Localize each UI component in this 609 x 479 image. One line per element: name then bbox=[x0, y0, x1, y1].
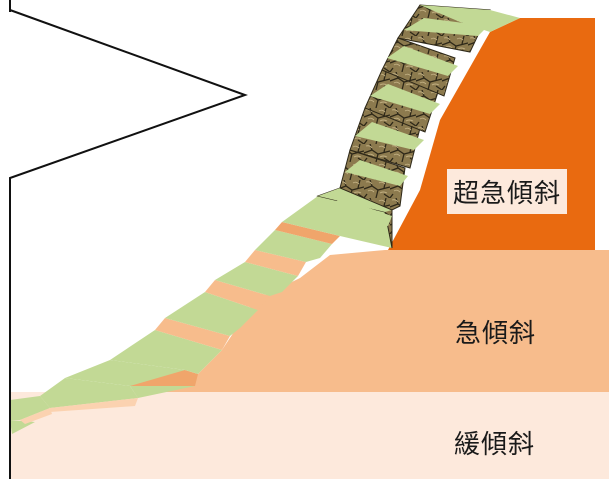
callout-outline bbox=[9, 9, 248, 479]
super-steep-label: 超急傾斜 bbox=[447, 169, 568, 214]
gentle-terraces bbox=[10, 378, 138, 434]
steep-slope-zone bbox=[160, 250, 609, 392]
steep-label: 急傾斜 bbox=[455, 319, 537, 349]
gentle-slope-zone bbox=[10, 392, 609, 479]
gentle-label: 緩傾斜 bbox=[454, 430, 536, 460]
stone-wall-terraces bbox=[282, 4, 520, 249]
steep-terraces bbox=[65, 222, 340, 398]
